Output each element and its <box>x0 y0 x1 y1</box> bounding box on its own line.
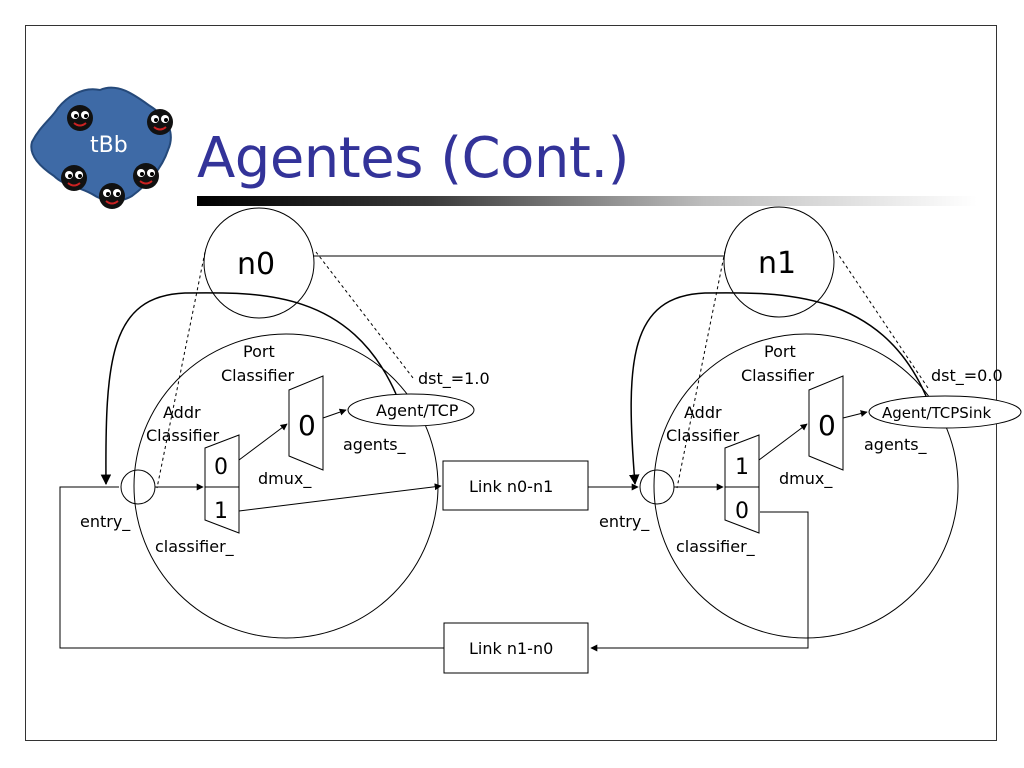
n0-entry-label: entry_ <box>80 512 131 532</box>
node-n1-circle <box>723 206 835 318</box>
n0-classifier-label: classifier_ <box>155 537 235 557</box>
slide-frame <box>25 25 997 741</box>
n0-slot0-to-dmux-arrow <box>238 423 288 461</box>
n0-agent-label: Agent/TCP <box>376 401 459 420</box>
n0-addr-classifier-label-2: Classifier <box>146 426 219 445</box>
tbb-logo: tBb <box>30 86 173 209</box>
smiley-face-icon <box>99 183 125 209</box>
n1-entry-label: entry_ <box>599 512 650 532</box>
link-n1-n0-box <box>443 622 589 674</box>
n1-slot1-to-dmux-arrow <box>758 423 808 461</box>
smiley-face-icon <box>133 163 159 189</box>
n0-addr-classifier-trapezoid <box>204 434 240 534</box>
node-n0-name: n0 <box>237 247 275 282</box>
node-n1 <box>629 206 1022 639</box>
n0-agent-loop-arrow <box>100 292 397 486</box>
n0-dmux-slot-label: 0 <box>298 409 316 442</box>
n1-addr-classifier-label-2: Classifier <box>666 426 739 445</box>
n0-classifier-slot-1: 1 <box>214 499 228 524</box>
title-gradient-rule <box>197 196 977 206</box>
n1-classifier-slot-1: 1 <box>735 455 749 480</box>
n1-port-classifier-label-1: Port <box>764 342 796 361</box>
node-n1-name: n1 <box>758 246 796 281</box>
n1-entry-point <box>639 469 675 505</box>
smiley-face-icon <box>67 105 93 131</box>
n0-classifier-slot-0: 0 <box>214 455 228 480</box>
n0-dst-label: dst_=1.0 <box>418 369 490 389</box>
n0-agents-label: agents_ <box>343 435 407 455</box>
n0-dmux-label: dmux_ <box>258 469 312 489</box>
n1-dmux-label: dmux_ <box>779 469 833 489</box>
n1-zoom-line-left <box>676 250 726 489</box>
link-n1-n0-label: Link n1-n0 <box>469 639 553 658</box>
node-n0 <box>100 207 475 639</box>
n0-zoom-line-right <box>315 251 414 379</box>
n1-dmux-slot-label: 0 <box>818 409 836 442</box>
link-n0-n1-label: Link n0-n1 <box>469 477 553 496</box>
n1-agent-ellipse <box>868 395 1022 429</box>
n0-addr-classifier-label-1: Addr <box>163 403 201 422</box>
node-n0-circle <box>203 207 315 319</box>
n0-agent-ellipse <box>347 393 475 427</box>
n1-dmux-to-agent-arrow <box>842 410 868 419</box>
n0-entry-point <box>120 469 156 505</box>
link-n1-n0-to-n0-entry-path <box>59 486 444 649</box>
n1-classifier-label: classifier_ <box>676 537 756 557</box>
n0-dmux-trapezoid <box>288 375 324 471</box>
n1-slot0-return-path <box>590 511 809 652</box>
n1-addr-classifier-label-1: Addr <box>684 403 722 422</box>
n1-dst-label: dst_=0.0 <box>931 366 1003 386</box>
n0-zoom-line-left <box>156 251 206 489</box>
smiley-face-icon <box>61 165 87 191</box>
node-n1-detail-circle <box>653 333 959 639</box>
link-n0-n1-box <box>442 460 589 511</box>
n1-addr-classifier-trapezoid <box>724 434 760 534</box>
smiley-face-icon <box>147 109 173 135</box>
n1-dmux-trapezoid <box>808 375 844 471</box>
n0-slot1-to-link-arrow <box>238 483 442 512</box>
n0-port-classifier-label-2: Classifier <box>221 366 294 385</box>
n1-agents-label: agents_ <box>864 435 928 455</box>
n1-agent-loop-arrow <box>629 292 927 486</box>
n0-port-classifier-label-1: Port <box>243 342 275 361</box>
n1-classifier-slot-0: 0 <box>735 499 749 524</box>
n0-dmux-to-agent-arrow <box>322 408 347 419</box>
n1-port-classifier-label-2: Classifier <box>741 366 814 385</box>
n1-zoom-line-right <box>835 250 929 389</box>
slide-title: Agentes (Cont.) <box>197 126 630 191</box>
n1-agent-label: Agent/TCPSink <box>882 404 991 422</box>
logo-text: tBb <box>90 133 128 158</box>
